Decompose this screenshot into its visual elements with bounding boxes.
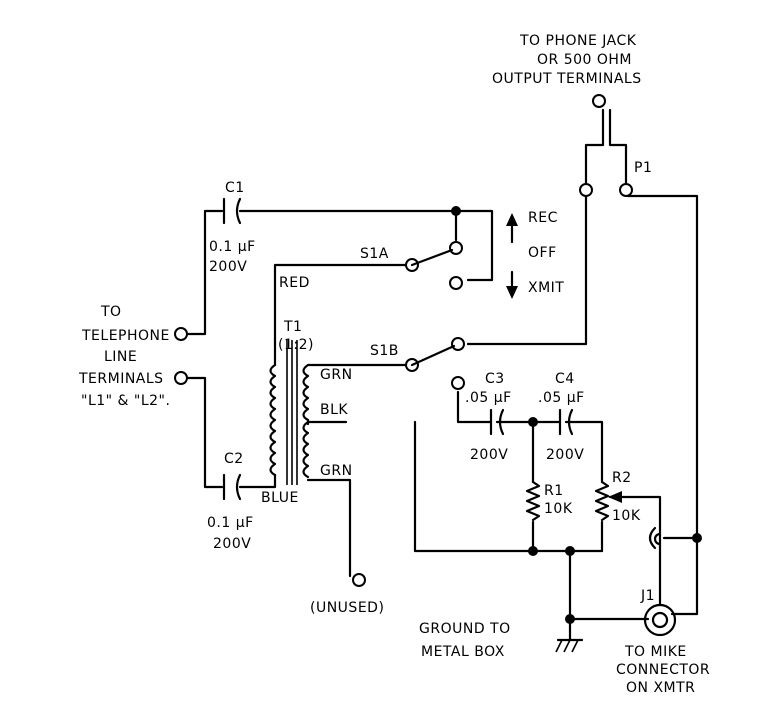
label-output-line3: OUTPUT TERMINALS bbox=[492, 71, 642, 87]
label-tel-line4: TERMINALS bbox=[78, 371, 164, 387]
label-grn-bottom: GRN bbox=[320, 463, 353, 479]
label-c4: C4 bbox=[555, 371, 575, 387]
transformer-t1 bbox=[269, 340, 310, 485]
connector-j1 bbox=[643, 526, 677, 637]
capacitor-c4 bbox=[558, 408, 574, 436]
label-r1: R1 bbox=[544, 483, 564, 499]
ground-symbol bbox=[555, 638, 584, 653]
label-mike-line3: ON XMTR bbox=[626, 680, 695, 696]
terminal-s1b-top bbox=[451, 337, 465, 351]
terminal-unused bbox=[352, 573, 366, 587]
label-rec: REC bbox=[528, 210, 558, 226]
label-off: OFF bbox=[528, 245, 557, 261]
label-grn-top: GRN bbox=[320, 367, 353, 383]
label-j1: J1 bbox=[640, 588, 655, 604]
label-p1: P1 bbox=[634, 160, 652, 176]
label-blk: BLK bbox=[320, 402, 348, 418]
label-xmit: XMIT bbox=[528, 280, 564, 296]
label-tel-line1: TO bbox=[100, 304, 122, 320]
label-c2: C2 bbox=[224, 451, 244, 467]
label-blue: BLUE bbox=[261, 490, 299, 506]
label-c1-value: 0.1 µF bbox=[209, 239, 256, 255]
label-t1-ratio: (1:2) bbox=[278, 337, 314, 353]
terminal-p1-right bbox=[619, 183, 633, 197]
terminal-s1a-bottom bbox=[449, 276, 463, 290]
label-c2-value: 0.1 µF bbox=[207, 515, 254, 531]
label-s1a: S1A bbox=[360, 246, 389, 262]
label-ground-line1: GROUND TO bbox=[419, 621, 511, 637]
resistor-r1 bbox=[525, 480, 541, 522]
terminal-s1a-top bbox=[449, 241, 463, 255]
label-t1: T1 bbox=[283, 319, 302, 335]
label-r1-value: 10K bbox=[544, 501, 573, 517]
label-c4-value: .05 µF bbox=[538, 390, 585, 406]
terminal-output-top bbox=[592, 94, 606, 108]
junction-dots bbox=[451, 206, 702, 624]
switch-position-arrows bbox=[506, 213, 518, 299]
terminal-s1b-bottom bbox=[451, 376, 465, 390]
label-tel-line5: "L1" & "L2". bbox=[81, 393, 170, 409]
potentiometer-r2 bbox=[594, 480, 622, 522]
label-output-line1: TO PHONE JACK bbox=[519, 33, 637, 49]
capacitor-c2 bbox=[222, 473, 242, 501]
label-tel-line2: TELEPHONE bbox=[81, 328, 170, 344]
label-mike-line2: CONNECTOR bbox=[616, 662, 710, 678]
label-c3: C3 bbox=[485, 371, 505, 387]
label-ground-line2: METAL BOX bbox=[421, 644, 505, 660]
capacitor-c1 bbox=[222, 197, 242, 225]
terminal-p1-left bbox=[579, 183, 593, 197]
label-c3-voltage: 200V bbox=[470, 447, 508, 463]
label-s1b: S1B bbox=[370, 343, 399, 359]
label-c1-voltage: 200V bbox=[209, 259, 247, 275]
label-r2: R2 bbox=[612, 470, 632, 486]
label-r2-value: 10K bbox=[612, 508, 641, 524]
switch-s1a-blade bbox=[410, 248, 454, 267]
label-red: RED bbox=[279, 275, 310, 291]
label-c3-value: .05 µF bbox=[465, 390, 512, 406]
label-tel-line3: LINE bbox=[104, 349, 137, 365]
label-c2-voltage: 200V bbox=[213, 536, 251, 552]
label-output-line2: OR 500 OHM bbox=[537, 52, 632, 68]
label-c4-voltage: 200V bbox=[546, 447, 584, 463]
switch-s1b-blade bbox=[410, 344, 456, 367]
label-c1: C1 bbox=[225, 180, 245, 196]
capacitor-c3 bbox=[489, 408, 505, 436]
label-mike-line1: TO MIKE bbox=[624, 644, 687, 660]
terminal-l1 bbox=[174, 327, 188, 341]
label-unused: (UNUSED) bbox=[310, 600, 384, 616]
terminal-l2 bbox=[174, 371, 188, 385]
